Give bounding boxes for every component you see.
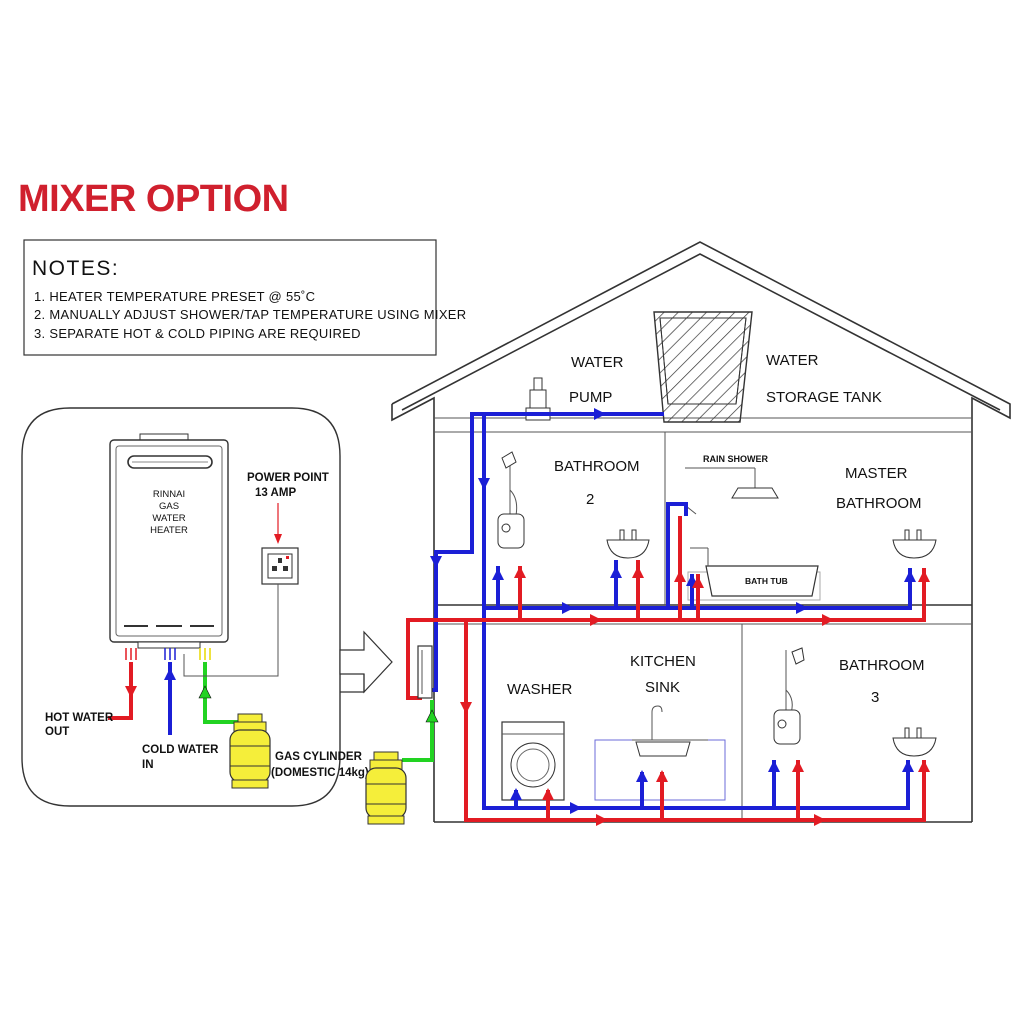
wash-basin-icon bbox=[892, 727, 937, 757]
gas-supply-pipe bbox=[203, 662, 238, 724]
room-label-kitchen-sink: KITCHEN bbox=[630, 653, 696, 670]
power-point-label: 13 AMP bbox=[255, 487, 296, 499]
wash-basin-icon bbox=[606, 529, 650, 559]
hot-water-out-label: HOT WATER bbox=[45, 712, 114, 724]
room-label-bathroom-2: BATHROOM bbox=[554, 458, 640, 475]
hot-flow-arrows bbox=[460, 566, 930, 826]
room-label-bathroom-3: BATHROOM bbox=[839, 657, 925, 674]
notes-box: NOTES: 1. HEATER TEMPERATURE PRESET @ 55… bbox=[23, 239, 466, 356]
gas-water-heater: RINNAI GAS WATER HEATER bbox=[109, 433, 229, 649]
arrow-down-icon bbox=[274, 534, 282, 544]
gas-cylinder-icon bbox=[229, 713, 271, 789]
storage-tank-label: STORAGE TANK bbox=[766, 389, 882, 406]
gas-supply-pipe bbox=[402, 700, 434, 762]
flow-arrow-icon bbox=[125, 686, 137, 698]
heater-label: HEATER bbox=[150, 525, 188, 536]
shower-mixer-icon bbox=[497, 451, 525, 549]
note-item: 1. HEATER TEMPERATURE PRESET @ 55˚C bbox=[34, 289, 315, 304]
water-pump-label: PUMP bbox=[569, 389, 612, 406]
bath-tub-icon bbox=[687, 547, 821, 601]
flow-arrow-icon bbox=[198, 685, 212, 699]
room-label-master-bathroom: BATHROOM bbox=[836, 495, 922, 512]
room-label-bathroom-2: 2 bbox=[586, 491, 594, 508]
bath-tub-label: BATH TUB bbox=[745, 576, 788, 586]
heater-label: GAS bbox=[159, 501, 179, 512]
page-title: MIXER OPTION bbox=[18, 178, 289, 220]
gas-cylinder-label: GAS CYLINDER bbox=[275, 751, 363, 763]
shower-mixer-icon bbox=[773, 647, 805, 745]
note-item: 2. MANUALLY ADJUST SHOWER/TAP TEMPERATUR… bbox=[34, 307, 466, 322]
heater-connectors bbox=[125, 648, 211, 660]
wash-basin-icon bbox=[892, 529, 937, 559]
gas-cylinder-icon bbox=[365, 751, 407, 825]
storage-tank-label: WATER bbox=[766, 352, 819, 369]
cold-water-in-label: COLD WATER bbox=[142, 744, 219, 756]
cold-water-in-label: IN bbox=[142, 759, 154, 771]
notes-heading: NOTES: bbox=[32, 257, 119, 280]
room-label-bathroom-3: 3 bbox=[871, 689, 879, 706]
rain-shower-label: RAIN SHOWER bbox=[703, 454, 769, 464]
power-cable bbox=[183, 584, 279, 677]
power-point-label: POWER POINT bbox=[247, 472, 329, 484]
hot-water-out-label: OUT bbox=[45, 726, 69, 738]
cold-flow-arrows bbox=[430, 408, 916, 814]
room-label-master-bathroom: MASTER bbox=[845, 465, 908, 482]
kitchen-sink-icon bbox=[594, 705, 726, 801]
heater-brand: RINNAI bbox=[153, 489, 185, 500]
flow-arrow-icon bbox=[164, 668, 176, 680]
heater-label: WATER bbox=[152, 513, 185, 524]
gas-cylinder-label: (DOMESTIC 14kg) bbox=[271, 767, 369, 779]
hot-water-out-pipe bbox=[108, 662, 133, 720]
water-pump-label: WATER bbox=[571, 354, 624, 371]
room-label-washer: WASHER bbox=[507, 681, 572, 698]
heater-inset-panel: RINNAI GAS WATER HEATER bbox=[21, 407, 369, 807]
washing-machine-icon bbox=[501, 721, 565, 801]
flow-arrow-icon bbox=[425, 709, 439, 723]
water-storage-tank-icon bbox=[653, 311, 753, 423]
gas-water-heater-icon bbox=[417, 645, 433, 699]
power-point-socket-icon bbox=[261, 547, 299, 585]
flow-direction-arrow-icon bbox=[339, 630, 393, 694]
rain-shower-icon bbox=[685, 467, 779, 515]
note-item: 3. SEPARATE HOT & COLD PIPING ARE REQUIR… bbox=[34, 326, 361, 341]
room-label-kitchen-sink: SINK bbox=[645, 679, 680, 696]
